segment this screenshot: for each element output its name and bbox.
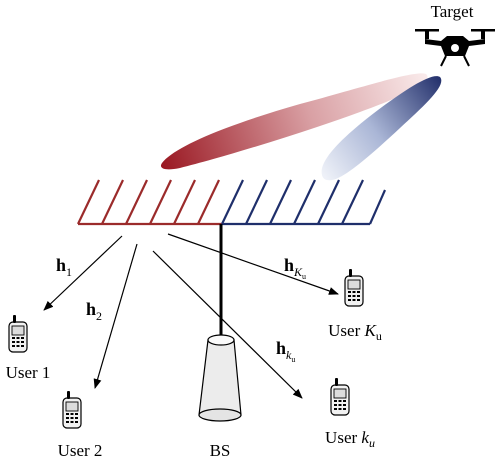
user-2: User 2 <box>58 390 103 460</box>
blue-beam <box>321 76 442 181</box>
user-K-label: User Ku <box>328 321 382 343</box>
sensing-beams <box>160 73 442 181</box>
base-station-icon <box>198 334 242 422</box>
user-K: User Ku <box>328 268 382 343</box>
h1-label: h1 <box>56 255 72 279</box>
h2-label: h2 <box>86 299 102 323</box>
channel-arrows <box>43 233 339 399</box>
user-1-label: User 1 <box>6 363 51 382</box>
hK-label: hKu <box>284 255 306 281</box>
antenna-array <box>77 179 387 338</box>
bs-label: BS <box>210 441 231 460</box>
arrow-hk <box>152 250 303 399</box>
red-beam <box>160 73 428 170</box>
phone-icon <box>8 314 28 353</box>
user-k-label: User ku <box>325 428 375 450</box>
hk-label: hku <box>276 338 295 364</box>
user-1: User 1 <box>6 314 51 382</box>
array-red-half <box>77 179 222 226</box>
user-2-label: User 2 <box>58 441 103 460</box>
array-blue-half <box>221 179 387 226</box>
phone-icon <box>344 268 364 307</box>
target-label: Target <box>431 2 474 21</box>
arrow-h2 <box>93 243 138 389</box>
phone-icon <box>62 390 82 429</box>
drone-icon <box>415 29 495 67</box>
arrow-h1 <box>43 235 123 311</box>
user-k: User ku <box>325 377 375 450</box>
phone-icon <box>330 377 350 416</box>
arrow-hK <box>167 233 339 295</box>
